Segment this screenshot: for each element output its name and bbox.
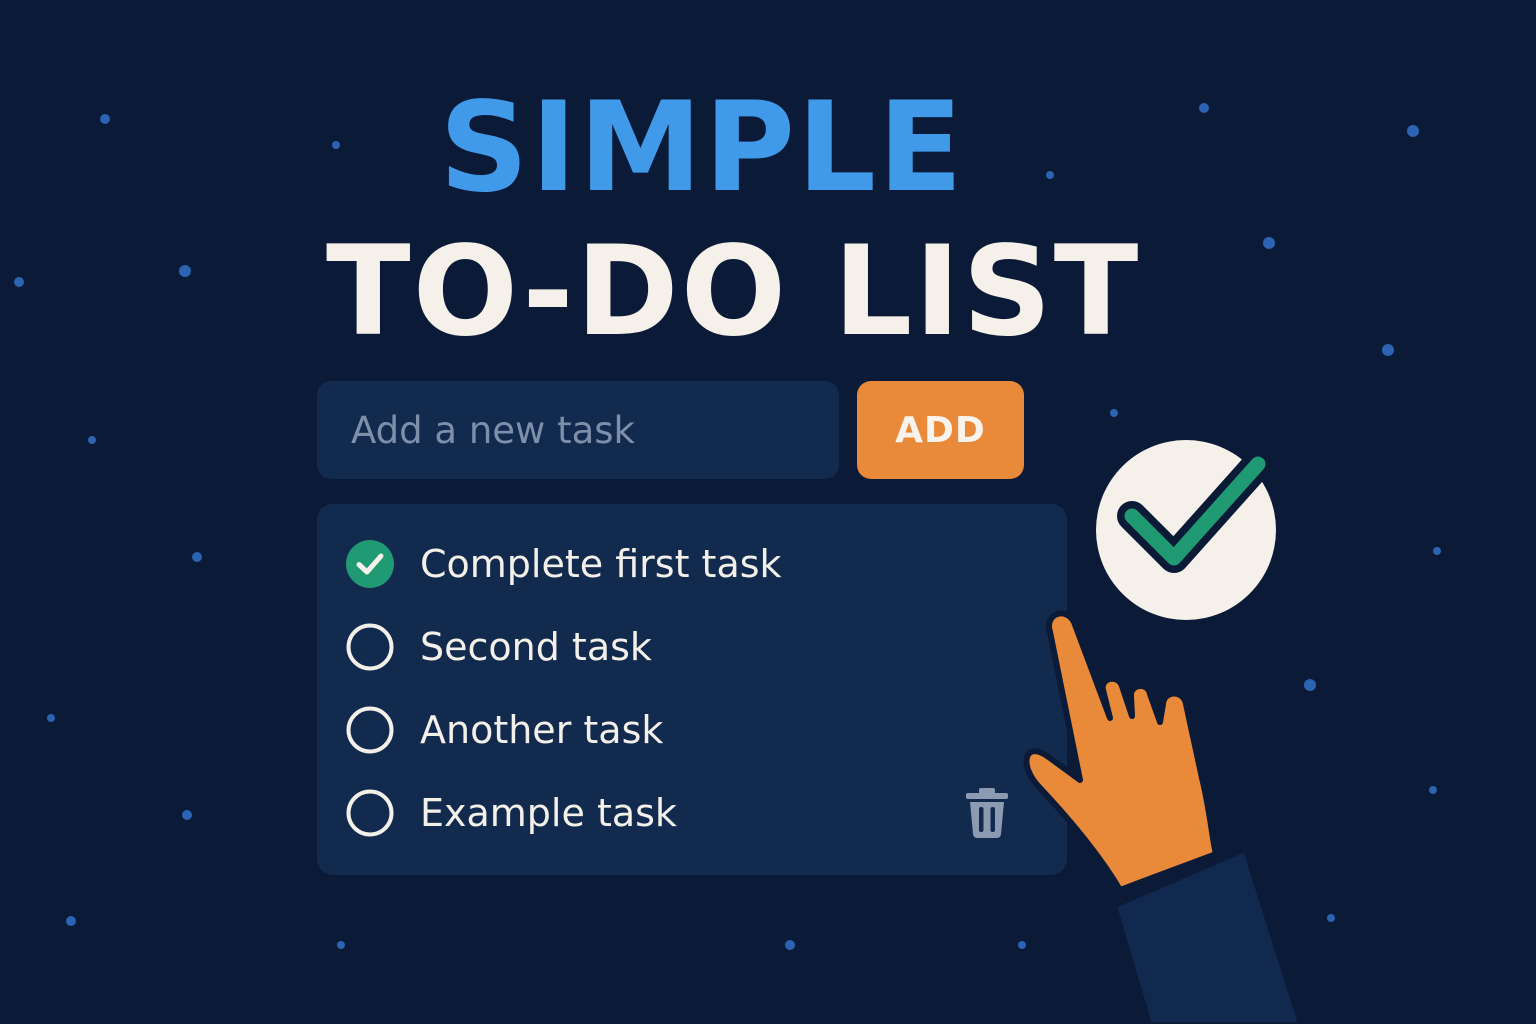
- task-row: Complete first task: [317, 523, 1067, 605]
- task-label: Example task: [420, 791, 677, 835]
- new-task-input[interactable]: [317, 381, 839, 479]
- check-circle-icon[interactable]: [346, 540, 394, 588]
- task-list: Complete first task Second task Another …: [317, 504, 1067, 875]
- checkmark-badge-icon: [1096, 440, 1276, 620]
- task-label: Another task: [420, 708, 664, 752]
- empty-circle-icon[interactable]: [346, 706, 394, 754]
- empty-circle-icon[interactable]: [346, 623, 394, 671]
- task-row: Second task: [317, 606, 1067, 688]
- title-todo-list: TO-DO LIST: [326, 220, 1141, 364]
- title-simple: SIMPLE: [439, 76, 965, 220]
- task-row: Example task: [317, 772, 1067, 854]
- task-row: Another task: [317, 689, 1067, 771]
- task-label: Complete first task: [420, 542, 782, 586]
- task-label: Second task: [420, 625, 652, 669]
- trash-icon[interactable]: [963, 786, 1011, 840]
- pointing-hand-icon: [1023, 610, 1302, 1024]
- add-task-button[interactable]: ADD: [857, 381, 1024, 479]
- empty-circle-icon[interactable]: [346, 789, 394, 837]
